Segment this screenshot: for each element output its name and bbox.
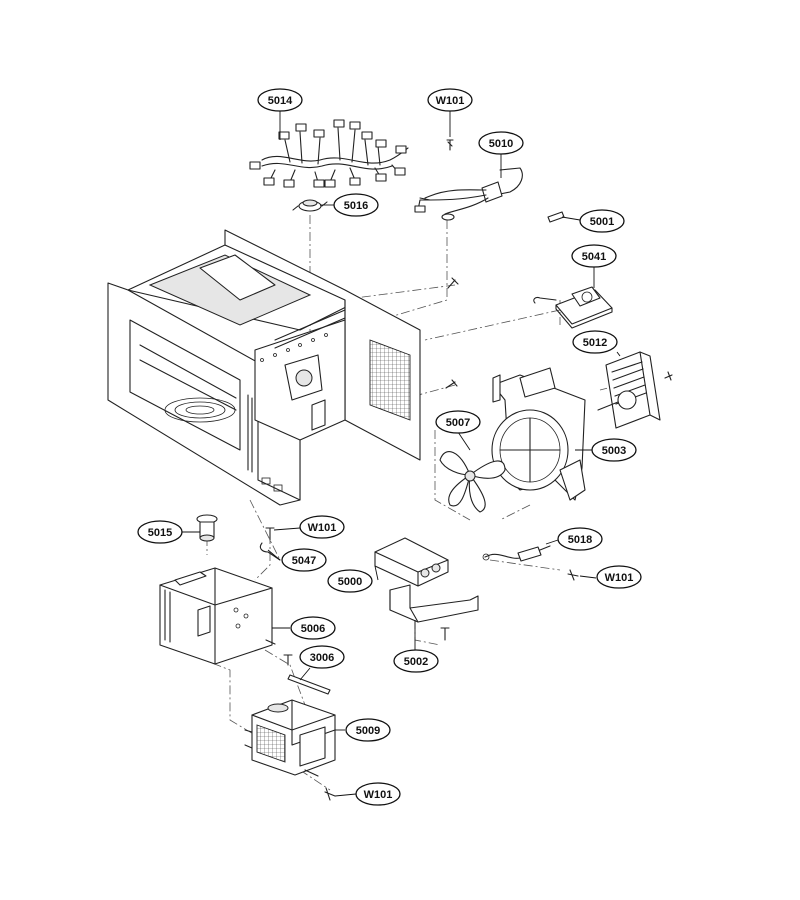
svg-text:5001: 5001 xyxy=(590,216,614,228)
callout-w101-top: W101 xyxy=(427,88,473,112)
svg-text:5000: 5000 xyxy=(338,576,362,588)
oven-cavity-chassis xyxy=(107,229,421,506)
svg-text:5015: 5015 xyxy=(148,527,172,539)
bracket-3006 xyxy=(283,654,331,695)
svg-text:5010: 5010 xyxy=(489,138,513,150)
svg-text:5002: 5002 xyxy=(404,656,428,668)
thermostat-5016 xyxy=(292,199,328,212)
svg-text:W101: W101 xyxy=(605,572,634,584)
callout-3006: 3006 xyxy=(299,645,345,669)
screw-chassis-mid xyxy=(445,379,458,389)
screw-chassis-top xyxy=(447,277,459,289)
svg-text:5014: 5014 xyxy=(268,95,293,107)
callout-w101-left: W101 xyxy=(299,515,345,539)
callout-5003: 5003 xyxy=(591,438,637,462)
callout-5006: 5006 xyxy=(290,616,336,640)
svg-text:5041: 5041 xyxy=(582,251,606,263)
cord-assembly-5010 xyxy=(414,167,523,221)
screw-w101-right xyxy=(567,569,579,581)
callout-w101-bottom: W101 xyxy=(355,782,401,806)
screw-w101-left xyxy=(265,527,275,541)
callout-w101-right: W101 xyxy=(596,565,642,589)
svg-text:5003: 5003 xyxy=(602,445,626,457)
svg-text:W101: W101 xyxy=(364,789,393,801)
wire-5047 xyxy=(259,542,281,561)
hv-diode-5018 xyxy=(482,545,551,562)
callout-5047: 5047 xyxy=(281,548,327,572)
callout-5018: 5018 xyxy=(557,527,603,551)
fuse-5001 xyxy=(547,211,565,223)
callout-5009: 5009 xyxy=(345,718,391,742)
svg-text:W101: W101 xyxy=(308,522,337,534)
svg-text:W101: W101 xyxy=(436,95,465,107)
screw-w101-bottom xyxy=(324,787,336,801)
svg-text:5006: 5006 xyxy=(301,623,325,635)
callout-5000: 5000 xyxy=(327,569,373,593)
air-duct-5003 xyxy=(491,367,586,501)
hv-capacitor-5000 xyxy=(374,537,449,587)
svg-text:5012: 5012 xyxy=(583,337,607,349)
fan-blade-5007 xyxy=(439,451,506,513)
svg-text:5007: 5007 xyxy=(446,417,470,429)
svg-text:5018: 5018 xyxy=(568,534,592,546)
callout-5015: 5015 xyxy=(137,520,183,544)
svg-text:3006: 3006 xyxy=(310,652,334,664)
callout-5001: 5001 xyxy=(579,209,625,233)
callout-5010: 5010 xyxy=(478,131,524,155)
callout-5007: 5007 xyxy=(435,410,481,434)
svg-text:5016: 5016 xyxy=(344,200,368,212)
wire-harness-5014 xyxy=(249,119,409,188)
callout-5014: 5014 xyxy=(257,88,303,112)
screw-w101-top xyxy=(446,139,454,151)
callout-5002: 5002 xyxy=(393,649,439,673)
leader-lines xyxy=(182,111,621,797)
callout-5012: 5012 xyxy=(572,330,618,354)
svg-text:5009: 5009 xyxy=(356,725,380,737)
capacitor-bracket-5002 xyxy=(389,584,479,641)
callout-5016: 5016 xyxy=(333,193,379,217)
noise-filter-5041 xyxy=(533,286,613,329)
callout-5041: 5041 xyxy=(571,244,617,268)
fan-motor-5012 xyxy=(597,351,673,429)
sensor-5015 xyxy=(196,514,218,542)
svg-text:5047: 5047 xyxy=(292,555,316,567)
hv-transformer-case-5006 xyxy=(159,567,276,665)
magnetron-5009 xyxy=(244,699,336,777)
